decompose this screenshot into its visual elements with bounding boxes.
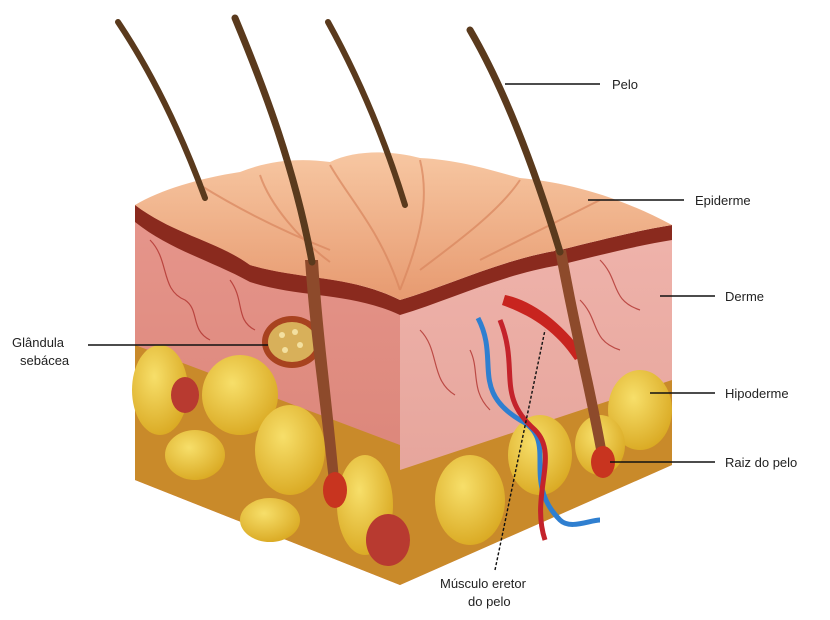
- label-musculo-line1: Músculo eretor: [440, 575, 526, 592]
- label-raiz-do-pelo: Raiz do pelo: [725, 454, 797, 471]
- label-musculo-line2: do pelo: [468, 593, 511, 610]
- label-hipoderme: Hipoderme: [725, 385, 789, 402]
- label-pelo: Pelo: [612, 76, 638, 93]
- label-epiderme: Epiderme: [695, 192, 751, 209]
- sweat-gland-left: [171, 377, 199, 413]
- label-glandula-line2: sebácea: [20, 352, 69, 369]
- label-derme: Derme: [725, 288, 764, 305]
- sweat-gland-center: [366, 514, 410, 566]
- label-glandula-line1: Glândula: [12, 334, 64, 351]
